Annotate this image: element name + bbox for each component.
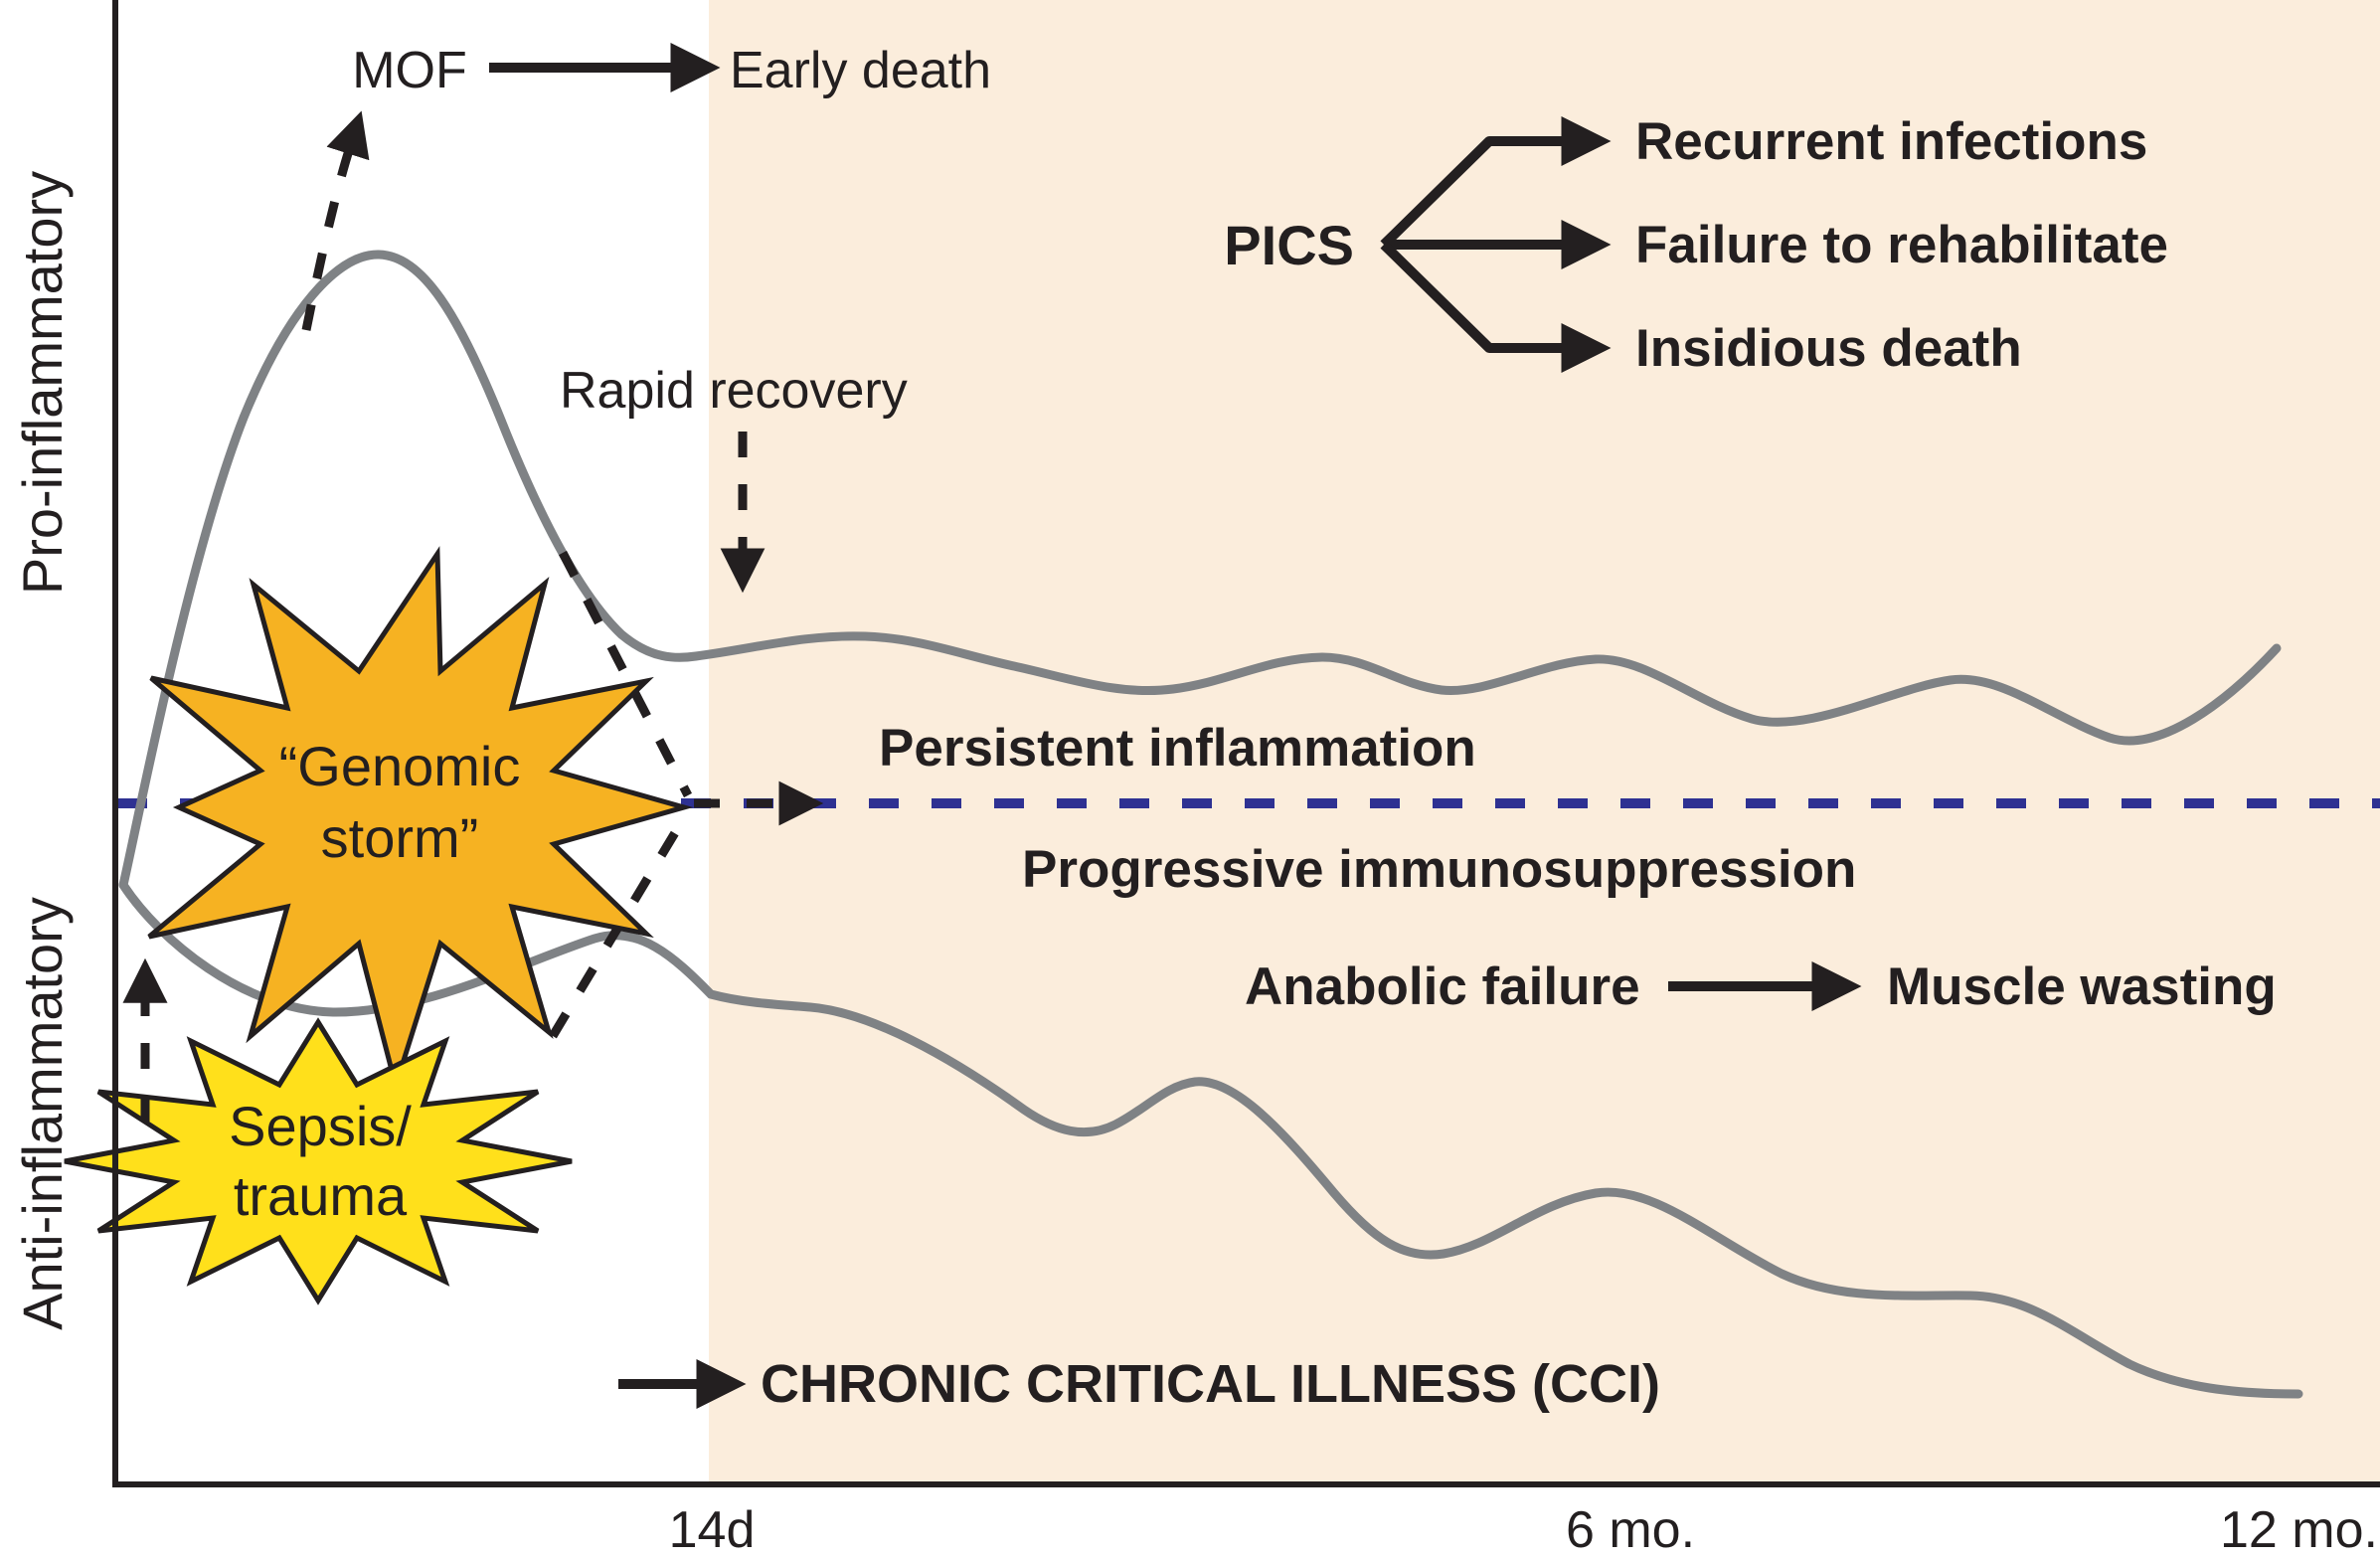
progressive-immunosuppression-label: Progressive immunosuppression [1022,840,1856,899]
mof-label: MOF [352,42,467,99]
y-axis-label-anti-inflammatory: Anti-inflammatory [11,897,74,1330]
pics-outcome-recurrent-infections: Recurrent infections [1635,112,2147,171]
pics-outcome-failure-to-rehabilitate: Failure to rehabilitate [1635,216,2168,274]
persistent-inflammation-label: Persistent inflammation [879,719,1476,778]
rapid-recovery-converge-dash-upper [559,550,692,798]
cci-label: CHRONIC CRITICAL ILLNESS (CCI) [761,1354,1660,1414]
x-tick-12mo: 12 mo. [2220,1501,2378,1559]
sepsis-trauma-label-line2: trauma [234,1164,408,1227]
anabolic-failure-label: Anabolic failure [1245,957,1640,1016]
sepsis-trauma-label-line1: Sepsis/ [229,1095,412,1157]
early-death-label: Early death [730,42,991,99]
sepsis-trauma-star [64,1017,573,1305]
pics-branch-arrow-top [1380,116,1612,249]
to-mof-dashed-arrow [301,110,370,331]
muscle-wasting-label: Muscle wasting [1887,957,2277,1016]
pics-branch-arrow-bottom [1380,241,1612,373]
genomic-storm-label-line1: “Genomic [279,735,521,797]
x-tick-14d: 14d [669,1501,756,1559]
pics-label: PICS [1224,214,1354,276]
rapid-recovery-label: Rapid recovery [560,362,908,420]
pro-inflammatory-curve [118,250,2282,890]
anti-inflammatory-curve [118,880,2303,1399]
y-axis-label-pro-inflammatory: Pro-inflammatory [11,171,74,595]
pics-outcome-insidious-death: Insidious death [1635,319,2022,378]
x-tick-6mo: 6 mo. [1566,1501,1695,1559]
genomic-storm-label-line2: storm” [321,806,479,869]
